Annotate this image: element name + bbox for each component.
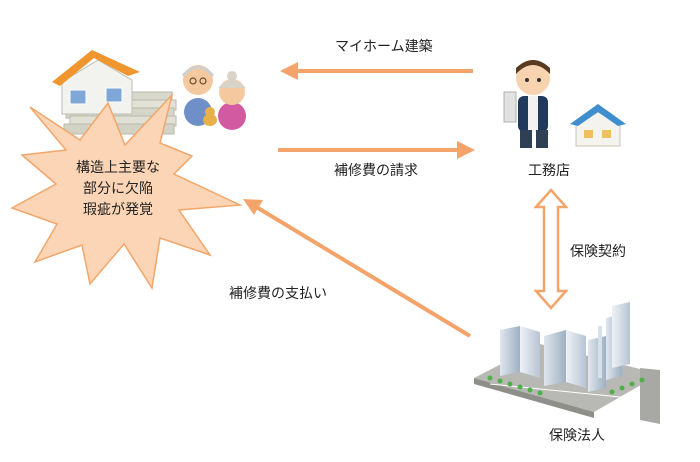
repair-claim-arrow bbox=[278, 141, 475, 159]
repair-payment-label: 補修費の支払い bbox=[229, 286, 327, 302]
contractor-label: 工務店 bbox=[528, 163, 570, 179]
home-build-arrow bbox=[280, 62, 473, 80]
dog-icon bbox=[203, 107, 217, 126]
defect-burst-text: 構造上主要な 部分に欠陥 瑕疵が発覚 bbox=[58, 158, 178, 221]
house-and-elderly-couple-icon bbox=[52, 50, 246, 135]
repair-payment-arrow bbox=[243, 199, 472, 338]
builder-with-house-icon bbox=[503, 60, 626, 148]
builder-icon bbox=[503, 60, 550, 148]
defect-burst-shape bbox=[10, 92, 243, 291]
insurer-label: 保険法人 bbox=[549, 428, 605, 444]
burst-line-1: 構造上主要な bbox=[76, 160, 160, 176]
insurance-contract-label: 保険契約 bbox=[570, 244, 626, 260]
house-icon bbox=[52, 50, 140, 115]
repair-claim-label: 補修費の請求 bbox=[334, 163, 418, 179]
home-build-label: マイホーム建築 bbox=[335, 39, 433, 55]
elderly-woman-icon bbox=[218, 71, 246, 130]
insurance-contract-arrow bbox=[533, 188, 569, 310]
burst-line-2: 部分に欠陥 bbox=[83, 181, 153, 197]
elderly-man-icon bbox=[181, 65, 215, 126]
city-buildings-icon bbox=[474, 302, 660, 424]
small-house-icon bbox=[570, 104, 626, 147]
burst-line-3: 瑕疵が発覚 bbox=[83, 202, 153, 218]
